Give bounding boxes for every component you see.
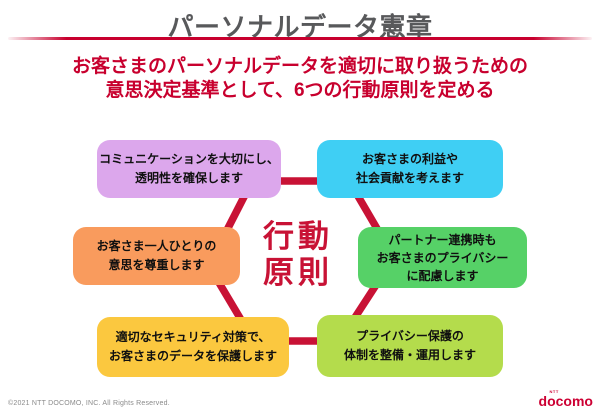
principle-box-respect-intent: お客さま一人ひとりの 意思を尊重します (73, 227, 240, 285)
docomo-logo-ntt-mark: NTT (549, 389, 559, 394)
principle-text: お客さまの利益や 社会貢献を考えます (355, 152, 464, 185)
connector-lower-left (214, 279, 247, 325)
principle-box-communication: コミュニケーションを大切にし、 透明性を確保します (97, 140, 281, 198)
principle-text: 適切なセキュリティ対策で、 お客さまのデータを保護します (108, 330, 277, 363)
slide-subtitle: お客さまのパーソナルデータを適切に取り扱うための 意思決定基準として、6つの行動… (0, 55, 600, 103)
subtitle-line-2: 意思決定基準として、6つの行動原則を定める (105, 80, 495, 101)
principle-text: プライバシー保護の 体制を整備・運用します (343, 329, 476, 362)
principle-box-security: 適切なセキュリティ対策で、 お客さまのデータを保護します (97, 317, 289, 377)
principle-text: お客さま一人ひとりの 意思を尊重します (96, 239, 217, 272)
center-label-action-principles: 行動 原則 (263, 219, 333, 290)
copyright-notice: ©2021 NTT DOCOMO, INC. All Rights Reserv… (8, 400, 170, 407)
principle-box-customer-benefit: お客さまの利益や 社会貢献を考えます (317, 140, 503, 198)
title-underline-rule (8, 37, 592, 40)
docomo-logo-text: docomo (538, 393, 593, 409)
principle-box-partner-privacy: パートナー連携時も お客さまのプライバシー に配慮します (358, 227, 527, 288)
principle-text: コミュニケーションを大切にし、 透明性を確保します (99, 152, 279, 185)
subtitle-line-1: お客さまのパーソナルデータを適切に取り扱うための (71, 56, 528, 77)
principle-text: パートナー連携時も お客さまのプライバシー に配慮します (376, 232, 509, 283)
principle-box-privacy-system: プライバシー保護の 体制を整備・運用します (317, 315, 503, 377)
